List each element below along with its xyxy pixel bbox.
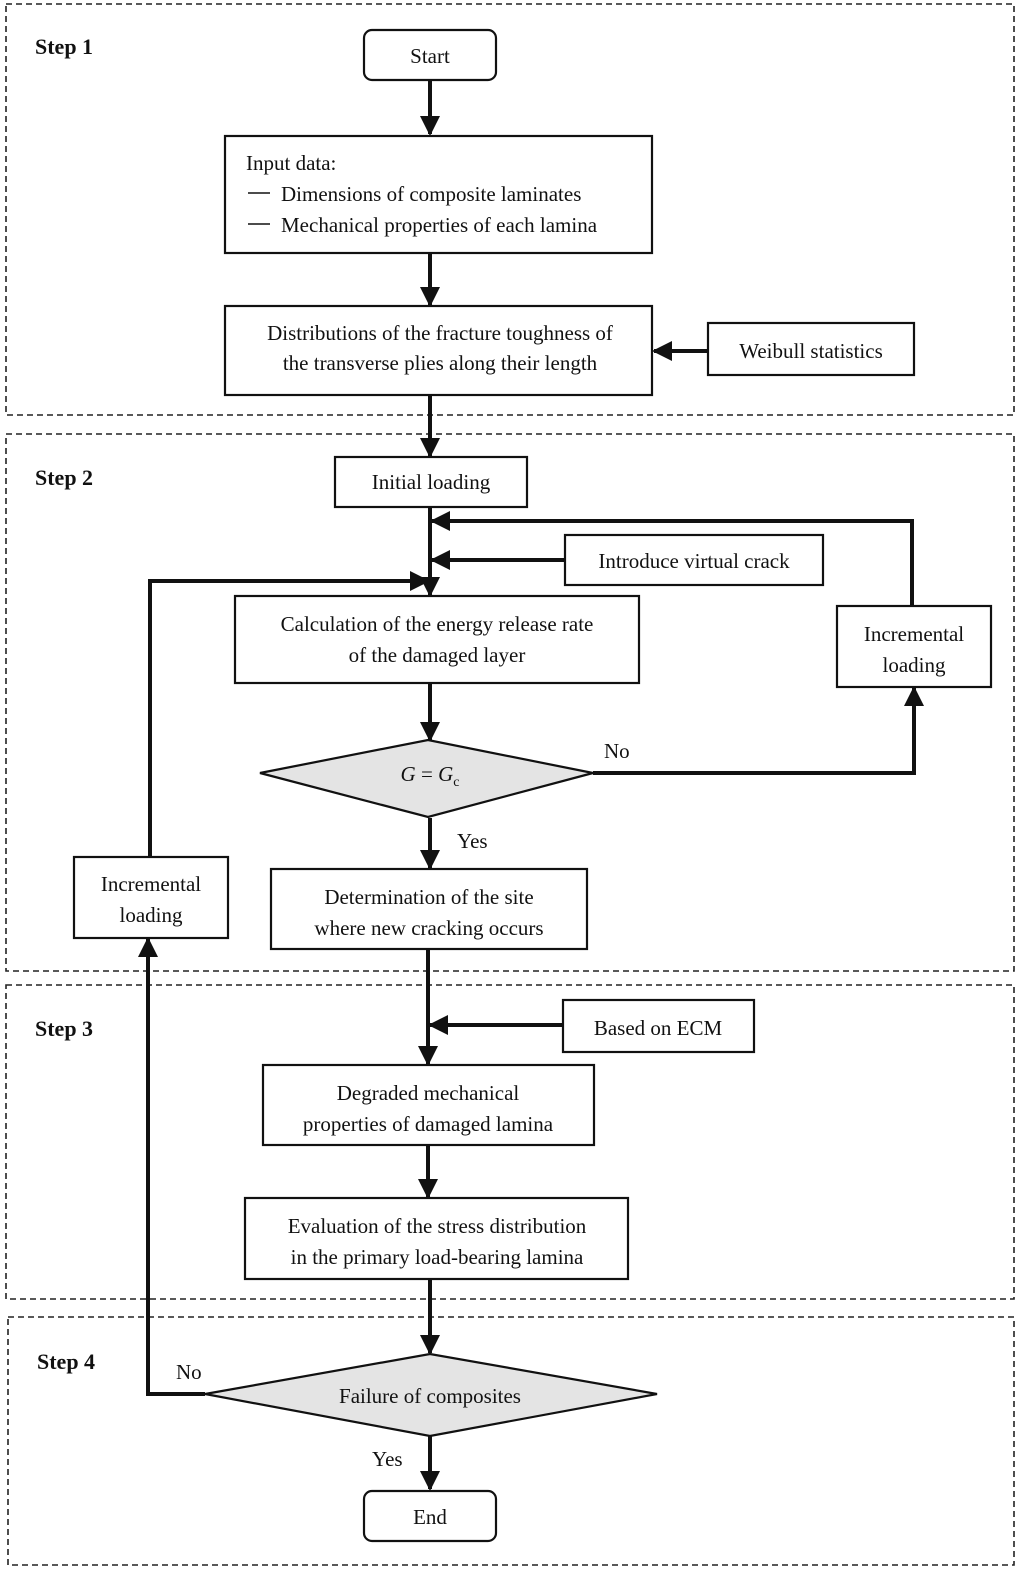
determination-line-2: where new cracking occurs	[314, 916, 543, 940]
ecm-label: Based on ECM	[594, 1016, 723, 1040]
calculation-line-1: Calculation of the energy release rate	[281, 612, 594, 636]
calculation-box	[233, 594, 641, 685]
initial-loading-label: Initial loading	[372, 470, 491, 494]
degraded-line-1: Degraded mechanical	[337, 1081, 520, 1105]
distributions-line-2: the transverse plies along their length	[283, 351, 598, 375]
degraded-line-2: properties of damaged lamina	[303, 1112, 554, 1136]
failure-yes-label: Yes	[372, 1447, 403, 1471]
determination-line-1: Determination of the site	[324, 885, 533, 909]
input-data-item-2: Mechanical properties of each lamina	[281, 213, 598, 237]
evaluation-line-1: Evaluation of the stress distribution	[288, 1214, 587, 1238]
failure-decision-label: Failure of composites	[339, 1384, 521, 1408]
start-node	[362, 28, 498, 82]
initial-loading-box	[333, 455, 529, 509]
step-1-frame	[5, 3, 1015, 416]
step-4-frame	[7, 1316, 1015, 1566]
distributions-box	[223, 304, 654, 397]
calculation-line-2: of the damaged layer	[349, 643, 526, 667]
incremental-loading-right-box	[835, 604, 993, 689]
step-4-label: Step 4	[37, 1349, 95, 1374]
step-3-label: Step 3	[35, 1016, 93, 1041]
incremental-right-line-1: Incremental	[864, 622, 964, 646]
connectors	[138, 80, 924, 1491]
input-data-title: Input data:	[246, 151, 336, 175]
determination-box	[269, 867, 589, 951]
energy-decision-diamond	[259, 738, 594, 819]
step-1-label: Step 1	[35, 34, 93, 59]
incremental-right-line-2: loading	[883, 653, 946, 677]
incremental-left-line-1: Incremental	[101, 872, 201, 896]
input-data-item-1: Dimensions of composite laminates	[281, 182, 581, 206]
evaluation-box	[243, 1196, 630, 1281]
end-node	[362, 1489, 498, 1543]
decision-no-label: No	[604, 739, 630, 763]
virtual-crack-box	[563, 533, 825, 587]
end-label: End	[413, 1505, 447, 1529]
incremental-loading-left-box	[72, 855, 230, 940]
step-2-label: Step 2	[35, 465, 93, 490]
arrow-incremental-right-loop	[430, 511, 914, 606]
arrow-failure-no-branch	[138, 937, 205, 1396]
input-data-box	[223, 134, 654, 255]
arrow-incremental-left-loop	[148, 571, 430, 857]
failure-decision-diamond	[204, 1352, 658, 1438]
arrow-decision-no-branch	[593, 686, 924, 775]
distributions-line-1: Distributions of the fracture toughness …	[267, 321, 613, 345]
start-label: Start	[410, 44, 450, 68]
virtual-crack-label: Introduce virtual crack	[598, 549, 790, 573]
degraded-properties-box	[261, 1063, 596, 1147]
incremental-left-line-2: loading	[120, 903, 183, 927]
evaluation-line-2: in the primary load-bearing lamina	[291, 1245, 584, 1269]
energy-decision-label: G = Gc	[401, 762, 460, 790]
decision-yes-label: Yes	[457, 829, 488, 853]
ecm-box	[561, 998, 756, 1054]
weibull-label: Weibull statistics	[739, 339, 883, 363]
step-2-frame	[5, 433, 1015, 972]
weibull-box	[706, 321, 916, 377]
step-3-frame	[5, 984, 1015, 1300]
failure-no-label: No	[176, 1360, 202, 1384]
